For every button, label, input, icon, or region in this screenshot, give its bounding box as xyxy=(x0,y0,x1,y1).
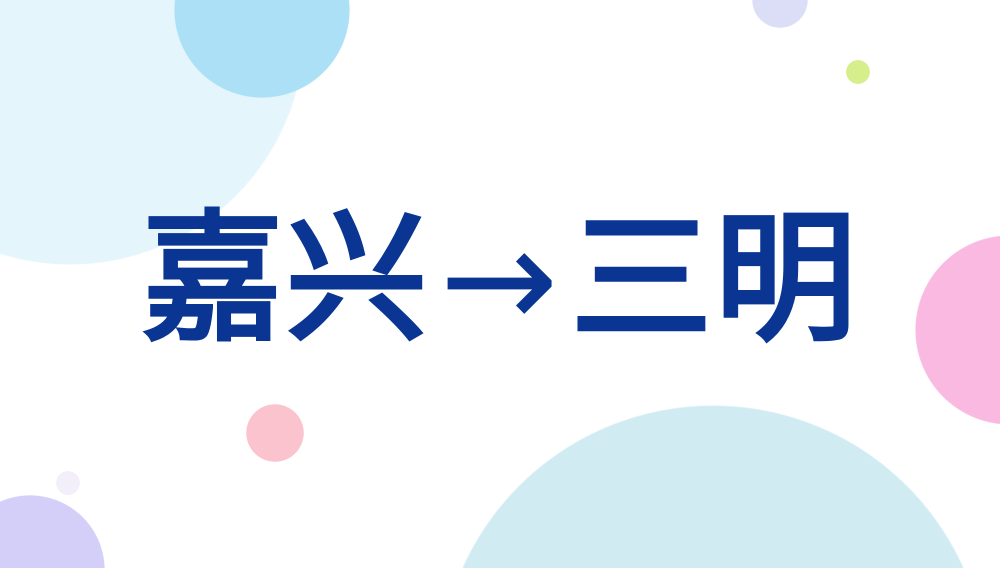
route-title: 嘉兴→三明 xyxy=(0,195,1000,365)
arrow-icon: → xyxy=(439,197,561,362)
destination-city: 三明 xyxy=(570,197,859,362)
origin-city: 嘉兴 xyxy=(141,197,430,362)
